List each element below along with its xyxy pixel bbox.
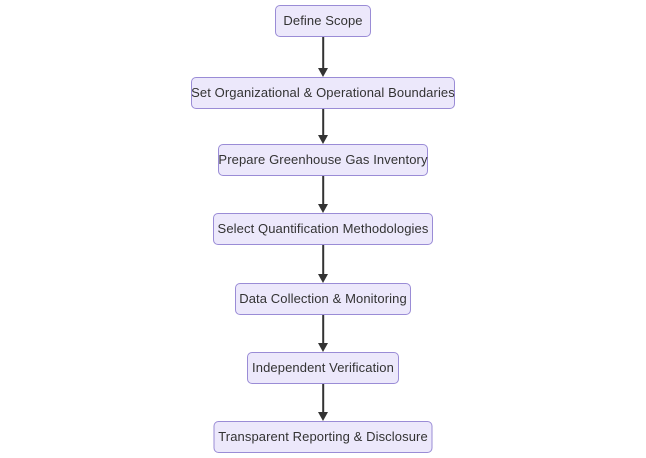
arrow-head-icon [318,68,328,77]
flow-node-label: Data Collection & Monitoring [239,291,407,306]
flow-node-transparent-reporting[interactable]: Transparent Reporting & Disclosure [213,421,433,453]
flow-edge-6 [317,384,329,421]
flow-node-label: Define Scope [283,13,363,28]
flow-node-label: Set Organizational & Operational Boundar… [191,85,455,100]
arrow-head-icon [318,135,328,144]
flow-node-prepare-inventory[interactable]: Prepare Greenhouse Gas Inventory [218,144,428,176]
flow-edge-4 [317,245,329,283]
flow-node-label: Transparent Reporting & Disclosure [218,429,428,444]
arrow-head-icon [318,343,328,352]
flow-node-data-collection[interactable]: Data Collection & Monitoring [235,283,411,315]
flow-edge-line [322,176,324,204]
flow-node-select-methodologies[interactable]: Select Quantification Methodologies [213,213,433,245]
flow-node-label: Select Quantification Methodologies [217,221,429,236]
arrow-head-icon [318,204,328,213]
flow-edge-line [322,245,324,274]
flow-node-define-scope[interactable]: Define Scope [275,5,371,37]
flow-edge-line [322,315,324,343]
flow-node-set-boundaries[interactable]: Set Organizational & Operational Boundar… [191,77,455,109]
arrow-head-icon [318,274,328,283]
arrow-head-icon [318,412,328,421]
flow-node-label: Prepare Greenhouse Gas Inventory [218,152,428,167]
flow-edge-3 [317,176,329,213]
flow-edge-line [322,37,324,68]
flow-node-label: Independent Verification [252,360,394,375]
flow-edge-5 [317,315,329,352]
flow-edge-line [322,384,324,412]
flow-node-independent-verification[interactable]: Independent Verification [247,352,399,384]
flow-edge-2 [317,109,329,144]
flow-edge-1 [317,37,329,77]
flow-edge-line [322,109,324,135]
